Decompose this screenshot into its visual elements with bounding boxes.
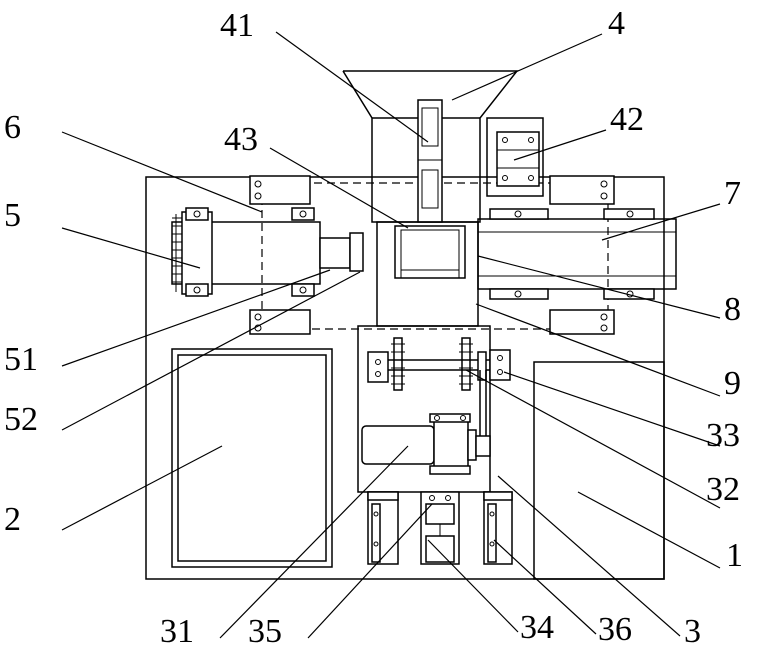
- hopper-motor: [487, 118, 543, 196]
- left-motor: [172, 208, 363, 296]
- label-41: 41: [220, 7, 254, 44]
- mounting-plate-bottom-left: [250, 310, 310, 334]
- label-7: 7: [724, 175, 741, 212]
- label-33: 33: [706, 417, 740, 454]
- label-36: 36: [598, 611, 632, 648]
- label-2: 2: [4, 501, 21, 538]
- label-51: 51: [4, 341, 38, 378]
- gear-teeth: [172, 214, 182, 292]
- central-block: [377, 222, 478, 326]
- label-34: 34: [520, 609, 554, 646]
- mounting-plate-top-right: [550, 176, 614, 204]
- label-43: 43: [224, 121, 258, 158]
- label-3: 3: [684, 613, 701, 649]
- label-5: 5: [4, 197, 21, 234]
- label-31: 31: [160, 613, 194, 649]
- support-leg-left: [368, 492, 398, 564]
- label-35: 35: [248, 613, 282, 649]
- label-4: 4: [608, 5, 625, 42]
- label-8: 8: [724, 291, 741, 328]
- label-9: 9: [724, 365, 741, 402]
- mounting-plate-top-left: [250, 176, 310, 204]
- sprocket-teeth: [391, 344, 473, 384]
- label-32: 32: [706, 471, 740, 508]
- label-52: 52: [4, 401, 38, 438]
- support-leg-center: [421, 492, 459, 564]
- label-6: 6: [4, 109, 21, 146]
- mounting-plate-bottom-right: [550, 310, 614, 334]
- side-compartment: [534, 362, 664, 579]
- lower-motor: [362, 414, 490, 474]
- label-1: 1: [726, 537, 743, 574]
- feed-screw: [418, 100, 442, 222]
- conveyor: [478, 209, 676, 299]
- access-door: [172, 349, 332, 567]
- label-42: 42: [610, 101, 644, 138]
